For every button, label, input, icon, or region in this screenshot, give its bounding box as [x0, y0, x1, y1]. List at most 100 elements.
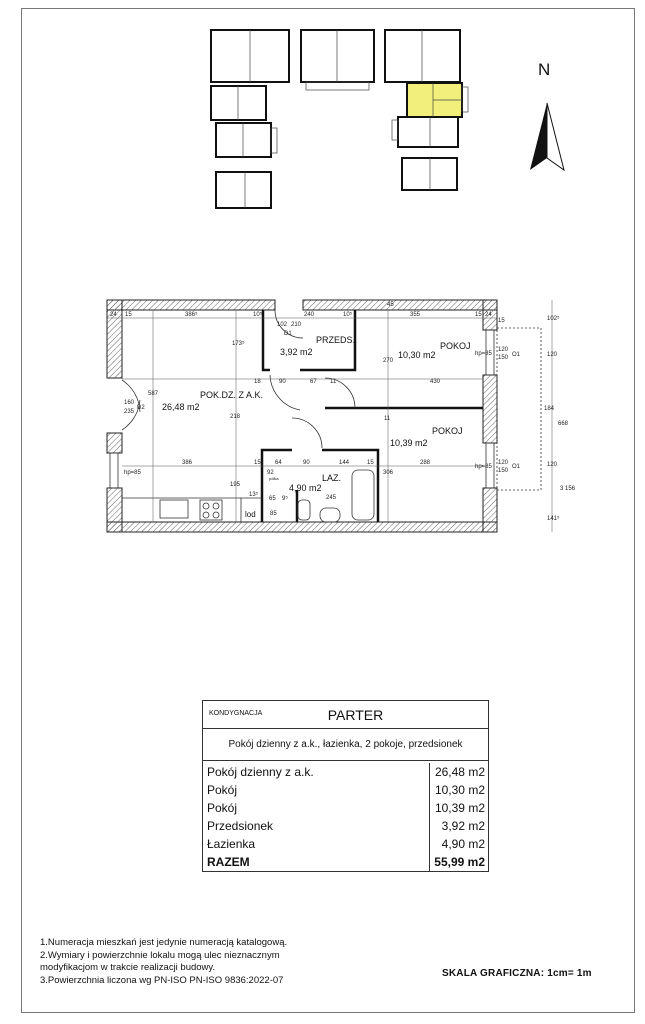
table-row: Łazienka 4,90 m2 — [203, 835, 488, 853]
note-line: 2.Wymiary i powierzchnie lokalu mogą ule… — [40, 949, 280, 961]
apartment-description: Pokój dzienny z a.k., łazienka, 2 pokoje… — [203, 729, 488, 761]
note-line: 3.Powierzchnia liczona wg PN-ISO PN-ISO … — [40, 974, 284, 986]
table-row: Pokój 10,30 m2 — [203, 781, 488, 799]
table-row: Przedsionek 3,92 m2 — [203, 817, 488, 835]
note-line: 1.Numeracja mieszkań jest jedynie numera… — [40, 937, 288, 948]
row-name: Pokój — [203, 799, 430, 817]
row-area: 10,30 m2 — [434, 783, 485, 797]
dim-text: 120 — [498, 347, 509, 353]
row-area: 26,48 m2 — [434, 765, 485, 779]
row-name: Łazienka — [203, 835, 430, 853]
dim-text: 15 — [125, 312, 132, 318]
room-name-living: POK.DZ. Z A.K. — [200, 390, 263, 400]
dim-text: 24 — [110, 312, 117, 318]
dim-text: 218 — [230, 414, 241, 420]
dim-text: 11 — [330, 379, 337, 385]
dim-text: 270 — [383, 358, 394, 364]
table-row: Pokój 10,39 m2 — [203, 799, 488, 817]
dim-text: 587 — [148, 391, 159, 397]
dim-text: 386 — [182, 460, 193, 466]
dim-text: hp=85 — [475, 464, 493, 470]
total-name: RAZEM — [203, 853, 430, 871]
table-row: Pokój dzienny z a.k. 26,48 m2 — [203, 763, 488, 781]
dim-text: 9⁵ — [282, 495, 288, 502]
area-table: KONDYGNACJA PARTER Pokój dzienny z a.k.,… — [202, 700, 489, 872]
row-area: 10,39 m2 — [434, 801, 485, 815]
site-plan — [210, 29, 469, 209]
dim-text: 386⁵ — [185, 311, 198, 318]
dim-text: 102⁵ — [547, 315, 560, 322]
dim-text: 235 — [124, 409, 135, 415]
room-area-bedroom-1: 10,30 m2 — [398, 350, 436, 360]
dim-text: hp=85 — [124, 470, 142, 476]
shelf-label: półka — [269, 476, 279, 481]
table-total-row: RAZEM 55,99 m2 — [203, 853, 488, 871]
dim-text: 141⁵ — [547, 515, 560, 522]
dim-text: 90 — [279, 379, 286, 385]
window-tag: O1 — [512, 464, 521, 470]
dim-text: 67 — [310, 379, 317, 385]
row-name: Pokój — [203, 781, 430, 799]
dim-text: 24 — [485, 312, 492, 318]
dim-text: 85 — [270, 511, 277, 517]
room-name-bedroom-1: POKOJ — [440, 341, 471, 351]
dim-text: hp=85 — [475, 351, 493, 357]
door-tag: D2 — [137, 405, 145, 411]
room-name-hall: PRZEDS. — [316, 335, 355, 345]
dim-text: 64 — [275, 460, 282, 466]
dim-text: 45 — [387, 302, 394, 308]
window-tag: O1 — [512, 352, 521, 358]
dim-text: 150 — [498, 468, 509, 474]
dim-text: 120 — [547, 462, 558, 468]
dim-text: 150 — [498, 355, 509, 361]
north-arrow-icon — [530, 102, 565, 172]
page-frame — [21, 8, 635, 1013]
dim-text: 10⁵ — [253, 311, 263, 318]
note-line: modyfikacjom w trakcie realizacji budowy… — [40, 962, 216, 973]
row-area: 3,92 m2 — [441, 819, 485, 833]
table-header: KONDYGNACJA PARTER — [203, 701, 488, 729]
dim-text: 15 — [367, 460, 374, 466]
dim-text: 668 — [558, 421, 569, 427]
room-area-bedroom-2: 10,39 m2 — [390, 438, 428, 448]
door-tag: D1 — [284, 331, 292, 337]
north-label: N — [538, 60, 551, 79]
dim-text: 90 — [303, 460, 310, 466]
dim-text: 240 — [304, 312, 315, 318]
scale-label: SKALA GRAFICZNA: 1cm= 1m — [442, 968, 592, 979]
dim-text: 65 — [269, 496, 276, 502]
dim-text: 184 — [544, 406, 555, 412]
dim-text: 245 — [326, 495, 337, 501]
room-area-hall: 3,92 m2 — [280, 347, 313, 357]
dim-text: 144 — [339, 460, 350, 466]
dim-text: 173⁵ — [232, 340, 245, 347]
kondygnacja-label: KONDYGNACJA — [209, 710, 263, 717]
room-name-bathroom: LAZ. — [322, 473, 341, 483]
fridge-label: lod — [245, 510, 256, 519]
dim-text: 15 — [498, 318, 505, 324]
floor-plan: POK.DZ. Z A.K. 26,48 m2 PRZEDS. 3,92 m2 … — [106, 299, 576, 533]
dim-text: 355 — [410, 312, 421, 318]
dim-text: 15 — [254, 460, 261, 466]
dim-text: 15 — [475, 312, 482, 318]
dim-text: 120 — [498, 460, 509, 466]
dim-text: 10⁵ — [343, 311, 353, 318]
room-area-living: 26,48 m2 — [162, 402, 200, 412]
dim-text: 210 — [291, 322, 302, 328]
dim-text: 306 — [383, 470, 394, 476]
dim-text: 430 — [430, 379, 441, 385]
row-name: Przedsionek — [203, 817, 430, 835]
dim-text: 160 — [124, 400, 135, 406]
row-name: Pokój dzienny z a.k. — [203, 763, 430, 781]
dim-text: 3 156 — [560, 486, 576, 492]
room-area-bathroom: 4,90 m2 — [289, 483, 322, 493]
dim-text: 11 — [384, 416, 391, 422]
notes: 1.Numeracja mieszkań jest jedynie numera… — [40, 937, 287, 987]
dim-text: 13⁵ — [249, 491, 259, 498]
dim-text: 102 — [277, 322, 288, 328]
dim-text: 195 — [230, 482, 241, 488]
dim-text: 120 — [547, 352, 558, 358]
row-area: 4,90 m2 — [441, 837, 485, 851]
total-area: 55,99 m2 — [434, 855, 485, 869]
